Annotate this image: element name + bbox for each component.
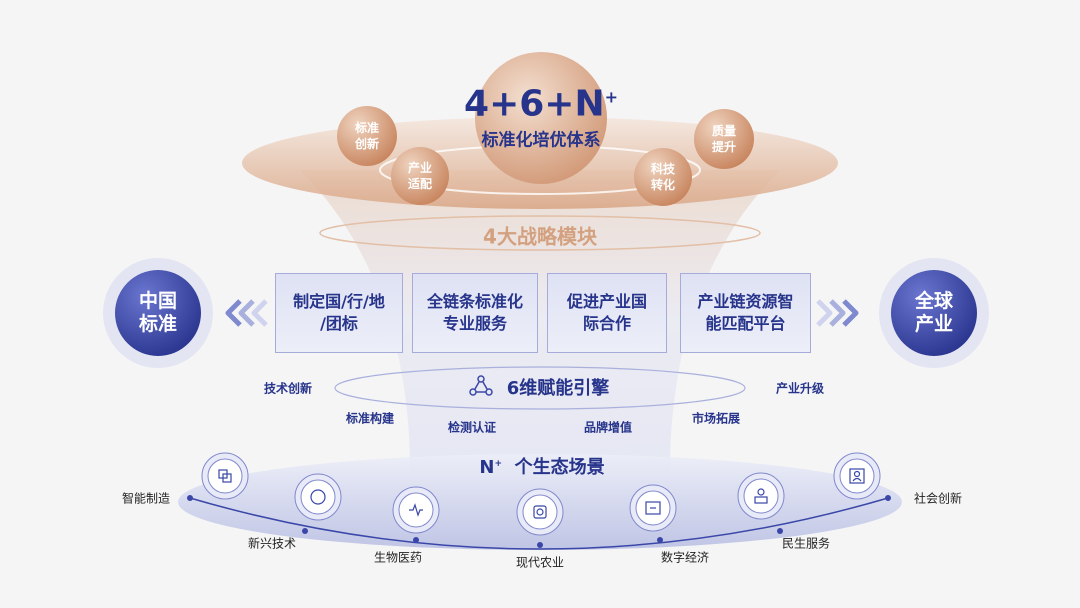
pillar-standard-innovation: 标准创新: [354, 121, 379, 151]
scene-label: 智能制造: [121, 491, 171, 506]
pillar-industry-adaptation: 产业适配: [407, 161, 432, 191]
scene-icon-circles: [201, 452, 881, 536]
engine-item: 标准构建: [345, 411, 395, 426]
engine-icon: [469, 375, 493, 396]
people-service-icon: [754, 488, 768, 504]
engine-item: 产业升级: [775, 381, 825, 396]
core-formula: 4+6+N+: [464, 83, 618, 125]
scenes-title: N+ 个生态场景: [479, 457, 605, 478]
pillar-quality-improvement: 质量提升: [711, 124, 736, 154]
scene-label: 民生服务: [781, 536, 831, 551]
engine-title: 6维赋能引擎: [506, 378, 610, 399]
module-box-4: 产业链资源智能匹配平台: [680, 273, 811, 353]
scene-label: 生物医药: [373, 550, 423, 565]
modules-title: 4大战略模块: [483, 224, 597, 249]
module-box-1: 制定国/行/地/团标: [275, 273, 403, 353]
engine-item: 技术创新: [263, 381, 313, 396]
global-industry-circle: 全球产业: [914, 290, 954, 335]
scene-label: 数字经济: [660, 550, 710, 565]
digital-economy-icon: [645, 501, 661, 515]
engine-item: 市场拓展: [691, 411, 741, 426]
core-subtitle: 标准化培优体系: [481, 130, 601, 151]
agriculture-icon: [533, 505, 547, 519]
ai-head-icon: [310, 489, 326, 505]
manufacturing-icon: [218, 469, 232, 483]
module-box-3: 促进产业国际合作: [547, 273, 667, 353]
chevron-right-icon: [816, 299, 859, 327]
chevron-left-icon: [225, 299, 268, 327]
module-box-2: 全链条标准化专业服务: [412, 273, 538, 353]
pulse-hexagon-icon: [409, 503, 423, 517]
engine-item: 品牌增值: [583, 420, 633, 435]
scene-label: 社会创新: [913, 491, 963, 506]
scene-label: 现代农业: [515, 555, 565, 570]
china-standard-circle: 中国标准: [138, 290, 178, 335]
pillar-tech-transfer: 科技转化: [650, 162, 675, 192]
scene-label: 新兴技术: [247, 536, 297, 551]
social-innovation-icon: [849, 468, 865, 484]
engine-item: 检测认证: [447, 420, 497, 435]
